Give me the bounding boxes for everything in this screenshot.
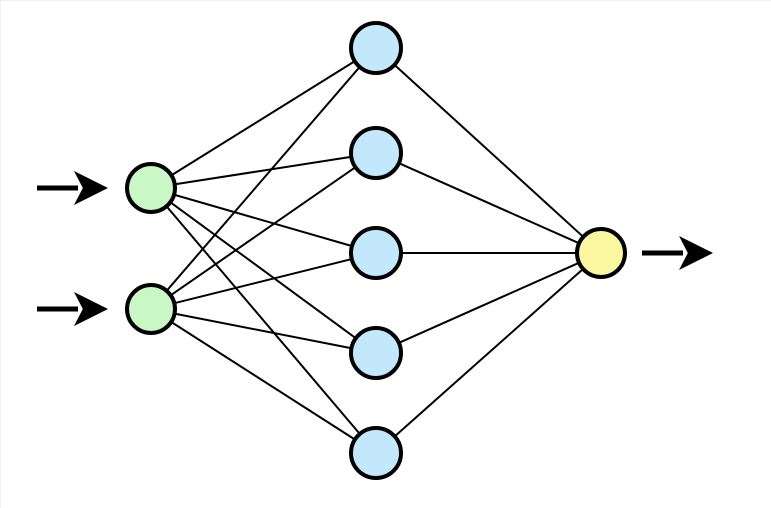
output-arrow-icon (642, 236, 713, 270)
edge-i2-h4 (172, 312, 354, 350)
edge-i1-h3 (171, 193, 355, 248)
input-arrow-top-icon (37, 171, 108, 205)
node-h2[interactable] (349, 126, 403, 180)
edge-i2-h3 (172, 257, 354, 305)
edge-i1-h2 (172, 155, 354, 186)
node-h1[interactable] (349, 21, 403, 75)
edge-h4-o1 (396, 261, 582, 345)
edge-h1-o1 (392, 62, 586, 239)
nodes-group (125, 21, 627, 480)
edge-i1-h5 (164, 204, 362, 437)
edge-i1-h4 (168, 200, 359, 341)
edge-i2-h1 (164, 64, 362, 293)
edges-group (164, 59, 586, 442)
output-arrow-head (679, 236, 713, 270)
input-arrow-bottom-head (74, 292, 108, 326)
node-o1[interactable] (575, 227, 627, 279)
edge-h2-o1 (396, 161, 582, 245)
edge-i2-h2 (168, 165, 358, 298)
edge-i1-h1 (169, 59, 358, 178)
edge-h5-o1 (392, 266, 586, 439)
node-i2[interactable] (125, 283, 177, 335)
edge-i2-h5 (168, 320, 358, 442)
input-arrow-top-head (74, 171, 108, 205)
input-arrow-bottom-icon (37, 292, 108, 326)
node-i1[interactable] (125, 162, 177, 214)
node-h5[interactable] (349, 426, 403, 480)
node-h3[interactable] (349, 226, 403, 280)
arrows-group (37, 171, 713, 326)
node-h4[interactable] (349, 326, 403, 380)
